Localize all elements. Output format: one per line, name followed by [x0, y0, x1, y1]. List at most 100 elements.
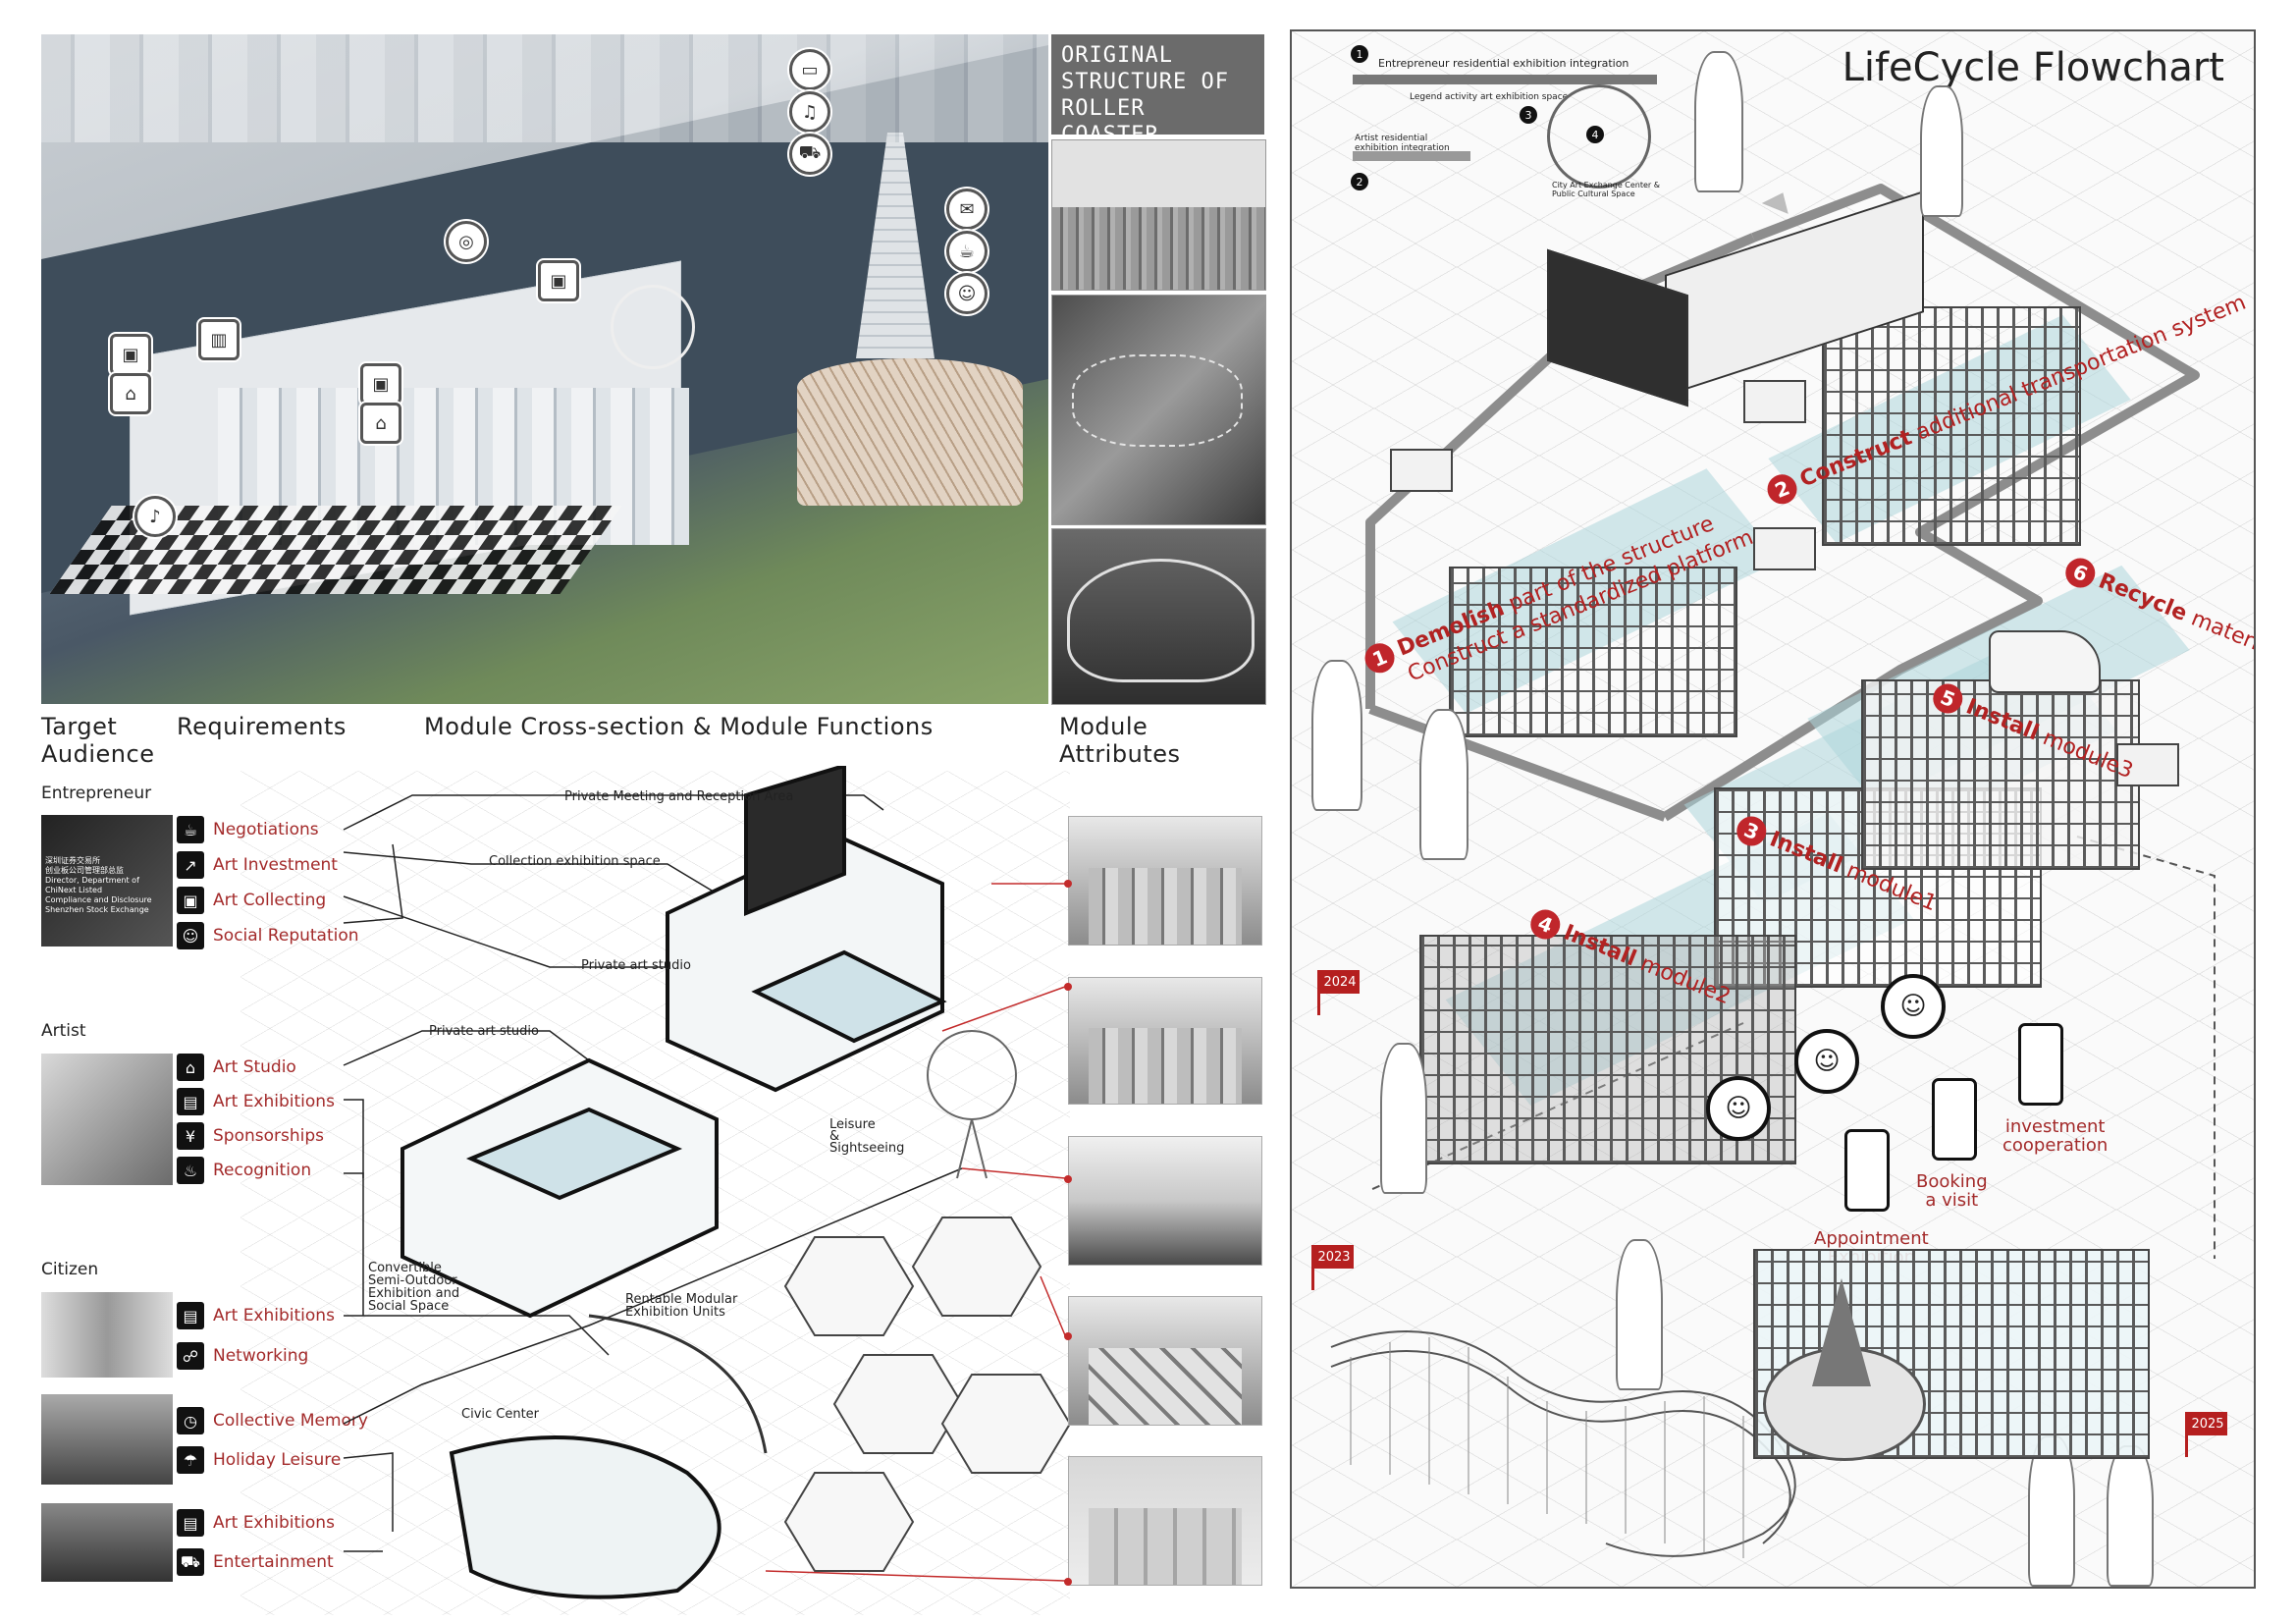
citizen-photo-outdoor [41, 1503, 173, 1582]
citizen-photo-fisherman [41, 1394, 173, 1485]
audience-citizen: Citizen [41, 1260, 99, 1279]
label-private-meeting: Private Meeting and Reception Area [564, 789, 794, 804]
gallery-icon: ▤ [177, 1088, 204, 1115]
book-icon: ▥ [198, 319, 240, 360]
attribute-photo-3 [1068, 1136, 1262, 1266]
handshake-icon: ☕ [177, 816, 204, 843]
legend-line-2: Legend activity art exhibition space [1410, 92, 1569, 102]
original-photo-coaster [1051, 528, 1266, 705]
original-photo-city [1051, 139, 1266, 291]
coaster-structure-2 [1822, 306, 2081, 546]
cart-icon: ⛟ [789, 134, 830, 175]
original-photo-aerial [1051, 295, 1266, 525]
music-icon: ♪ [134, 496, 176, 537]
connector-dot [1064, 983, 1072, 991]
gallery-icon: ▤ [177, 1509, 204, 1537]
coaster-structure-4 [1419, 935, 1796, 1164]
flame-icon: ♨ [177, 1157, 204, 1184]
entrepreneur-photo: 深圳证券交易所 创业板公司管理部总监 Director, Department … [41, 815, 173, 947]
route-legend: 1 Entrepreneur residential exhibition in… [1351, 45, 1665, 198]
home-icon: ⌂ [177, 1054, 204, 1081]
legend-line-4: City Art Exchange Center & Public Cultur… [1552, 181, 1661, 198]
req-art-collecting: ▣Art Collecting [177, 886, 326, 915]
phone-booking-icon [1932, 1078, 1977, 1161]
citizen-photo-gallery [41, 1292, 173, 1378]
legend-line-1: Entrepreneur residential exhibition inte… [1378, 57, 1629, 70]
person-sketch [1920, 85, 1963, 217]
req-recognition: ♨Recognition [177, 1156, 311, 1185]
audience-entrepreneur: Entrepreneur [41, 784, 152, 803]
cart-icon: ⛟ [177, 1548, 204, 1576]
module-middle [400, 1057, 719, 1319]
legend-bar [1353, 75, 1657, 84]
truck-3 [1753, 527, 1816, 570]
network-icon: ☍ [177, 1342, 204, 1370]
people-icon: ☺ [177, 922, 204, 949]
entrepreneur-caption: 深圳证券交易所 创业板公司管理部总监 Director, Department … [45, 856, 152, 914]
connector-line [343, 1030, 590, 1066]
left-panel: ▣ ⌂ ▥ ♪ ▣ ⌂ ◎ ▣ ▭ ♫ ⛟ ✉ ☕ ☺ ORIGINAL STR… [41, 34, 1266, 1615]
chat-icon: ✉ [946, 189, 988, 230]
connector-dot [1064, 1175, 1072, 1183]
portrait-icon: ▣ [177, 887, 204, 914]
ferris-wheel [611, 285, 695, 369]
person-sketch [1616, 1239, 1663, 1390]
label-convertible: Convertible Semi-Outdoor Exhibition and … [368, 1261, 460, 1314]
legend-bar [1353, 151, 1470, 161]
req-collective-memory: ◷Collective Memory [177, 1406, 368, 1435]
connector-dot [1064, 1332, 1072, 1340]
header-module-section: Module Cross-section & Module Functions [424, 713, 934, 740]
connector-dot [1064, 880, 1072, 888]
attribute-photo-4 [1068, 1296, 1262, 1426]
chart-icon: ↗ [177, 851, 204, 879]
person-sketch [1419, 709, 1468, 860]
header-requirements: Requirements [177, 713, 347, 740]
legend-number: 1 [1351, 45, 1368, 63]
req-holiday-leisure: ☂Holiday Leisure [177, 1445, 341, 1475]
flowchart-title: LifeCycle Flowchart [1842, 45, 2224, 90]
person-icon: ☺ [946, 273, 988, 314]
rotunda-building [797, 358, 1023, 506]
req-sponsorships: ¥Sponsorships [177, 1121, 324, 1151]
person-sketch [1694, 51, 1743, 192]
truck-1 [1743, 380, 1806, 423]
module-diagram-svg [343, 766, 1072, 1599]
label-collection-space: Collection exhibition space [489, 854, 661, 869]
broadcast-icon: ◎ [446, 221, 487, 262]
coaster-structure-1 [1449, 567, 1737, 737]
label-private-studio-2: Private art studio [429, 1024, 539, 1039]
phone-investment-icon [2018, 1023, 2063, 1106]
boat [1989, 630, 2101, 693]
connector-dot [1064, 1578, 1072, 1586]
artist-photo [41, 1054, 173, 1185]
person-sketch [1380, 1043, 1427, 1194]
req-art-exhibitions-citizen: ▤Art Exhibitions [177, 1301, 335, 1330]
original-structure-title: ORIGINAL STRUCTURE OF ROLLER COASTER [1051, 34, 1264, 147]
connector-line [343, 1452, 394, 1532]
legend-line-3: Artist residential exhibition integratio… [1355, 134, 1450, 153]
image-icon: ▣ [360, 363, 401, 405]
monitor-icon: ▭ [789, 49, 830, 90]
recycle-icon [1761, 192, 1789, 214]
legend-loop [1547, 84, 1651, 189]
yen-icon: ¥ [177, 1122, 204, 1150]
investor-avatar-icon: ☺ [1881, 974, 1946, 1039]
person-sketch [2107, 1445, 2154, 1587]
attribute-photo-5 [1068, 1456, 1262, 1586]
connector-line [344, 1172, 364, 1316]
beach-icon: ☂ [177, 1446, 204, 1474]
home-icon: ⌂ [360, 403, 401, 444]
clock-icon: ◷ [177, 1407, 204, 1434]
req-negotiations: ☕Negotiations [177, 815, 319, 844]
connector-line [344, 1315, 610, 1356]
req-networking: ☍Networking [177, 1341, 308, 1371]
audience-artist: Artist [41, 1021, 86, 1041]
req-art-exhibitions-citizen-2: ▤Art Exhibitions [177, 1508, 335, 1538]
attribute-photo-1 [1068, 816, 1262, 946]
module-upper [666, 766, 947, 1093]
req-art-exhibitions: ▤Art Exhibitions [177, 1087, 335, 1116]
label-rentable: Rentable Modular Exhibition Units [625, 1292, 738, 1320]
artist-avatar-icon: ☺ [1706, 1076, 1771, 1141]
connector-line [343, 1167, 963, 1425]
phone-appointment-icon [1844, 1129, 1890, 1212]
